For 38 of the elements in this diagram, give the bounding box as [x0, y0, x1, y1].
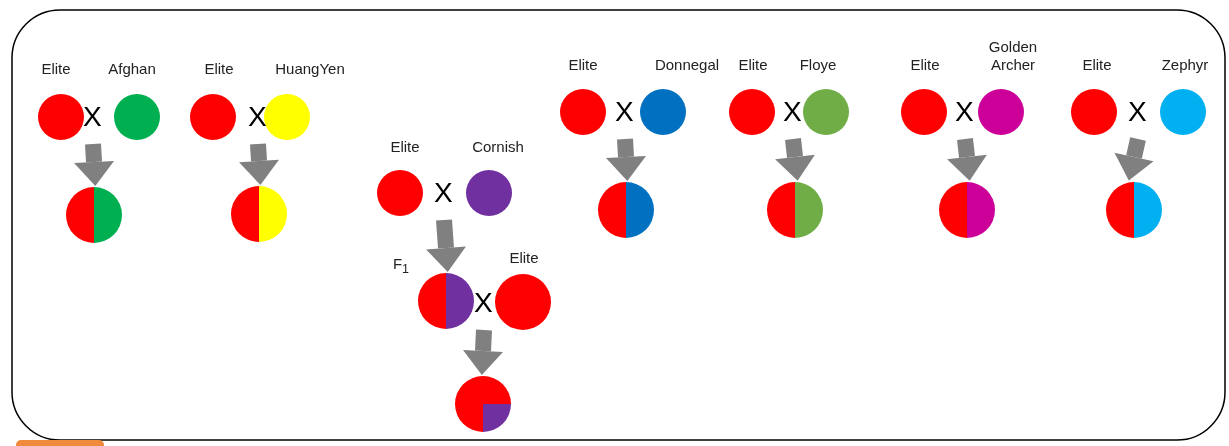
- block-arrow: [606, 138, 646, 181]
- cross-sign: X: [474, 288, 493, 318]
- hybrid-circle: [1106, 182, 1162, 238]
- cross-sign: X: [434, 178, 453, 208]
- cross-sign: X: [615, 97, 634, 127]
- variety-label: Elite: [1082, 56, 1112, 74]
- variety-label: Elite: [41, 60, 71, 78]
- cross-sign: X: [1128, 97, 1147, 127]
- variety-label: F$_{1}$: [392, 254, 410, 278]
- variety-label: Donnegal: [654, 56, 720, 74]
- block-arrow: [1114, 137, 1154, 181]
- variety-label: Afghan: [108, 60, 156, 78]
- variety-label: Zephyr: [1161, 56, 1209, 74]
- hybrid-circle: [231, 186, 287, 242]
- variety-label: Elite: [568, 56, 598, 74]
- variety-label: Golden Archer: [987, 38, 1039, 74]
- variety-label: Cornish: [472, 138, 524, 156]
- variety-label: Elite: [509, 249, 539, 267]
- variety-label: Elite: [390, 138, 420, 156]
- variety-label: HuangYen: [275, 60, 345, 78]
- cross-sign: X: [783, 97, 802, 127]
- variety-label: Elite: [204, 60, 234, 78]
- block-arrow: [947, 138, 987, 181]
- block-arrow: [74, 143, 114, 186]
- variety-label: Elite: [910, 56, 940, 74]
- cross-sign: X: [955, 97, 974, 127]
- variety-label: Elite: [738, 56, 768, 74]
- hybrid-circle: [66, 187, 122, 243]
- hybrid-circle: [939, 182, 995, 238]
- block-arrow: [239, 143, 279, 185]
- block-arrow: [775, 138, 815, 181]
- variety-label: Floye: [799, 56, 837, 74]
- cross-sign: X: [83, 102, 102, 132]
- block-arrow: [426, 219, 466, 272]
- hybrid-circle: [598, 182, 654, 238]
- block-arrow: [463, 329, 503, 375]
- hybrid-circle: [767, 182, 823, 238]
- hybrid-circle: [455, 376, 511, 432]
